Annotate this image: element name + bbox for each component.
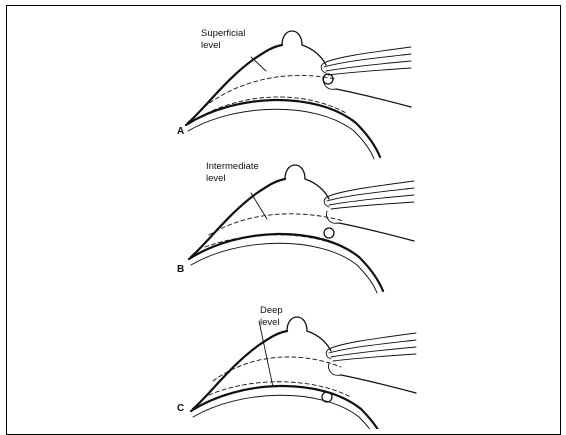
panel-c-label-line1: Deep [260, 305, 283, 316]
panel-a-label-line2: level [201, 40, 221, 51]
panel-c-letter: C [177, 403, 184, 414]
panel-a-letter: A [177, 126, 184, 137]
panel-b [189, 165, 414, 293]
panel-c [191, 317, 416, 429]
panel-b-label-line2: level [206, 173, 226, 184]
panel-a-label-line1: Superficial [201, 28, 245, 39]
figure-frame: Superficial level A Intermediate level B… [6, 5, 561, 435]
panel-b-label-line1: Intermediate [206, 161, 259, 172]
panel-b-letter: B [177, 264, 184, 275]
panel-c-label-line2: level [260, 317, 280, 328]
